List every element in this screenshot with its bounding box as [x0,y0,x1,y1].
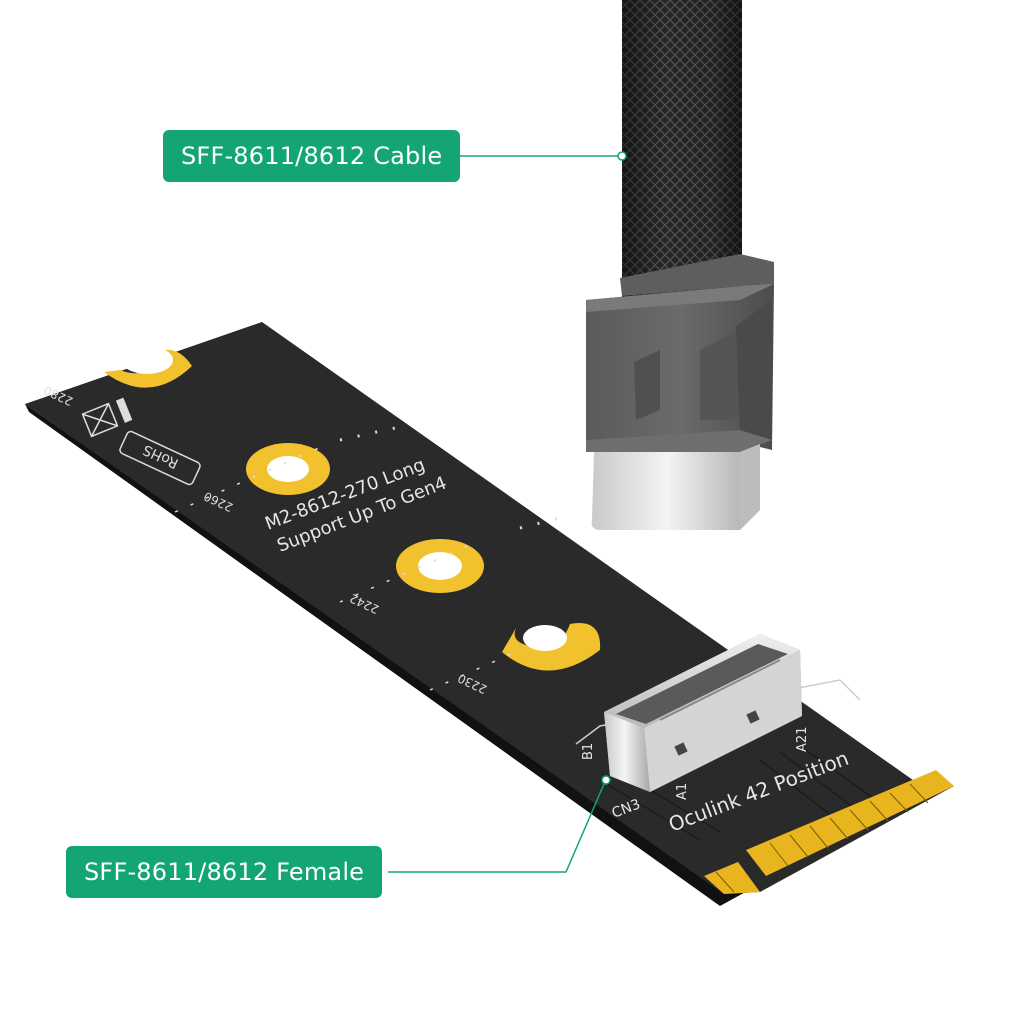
callout-cable-label: SFF-8611/8612 Cable [163,130,461,182]
pin-b1: B1 [581,743,596,760]
pin-a1: A1 [675,783,690,800]
mount-hole-2242 [396,539,484,593]
mount-hole-2260 [246,443,330,495]
sff-8611-female-connector [604,634,802,792]
pin-a21: A21 [795,727,810,752]
sff-8611-cable [586,0,774,530]
m2-adapter-board: 2280 2260 2242 2230 RoHS M2-8612-270 Lon… [25,322,954,906]
leader-lines [388,151,627,873]
mount-hole-2230 [502,623,601,671]
callout-female-label: SFF-8611/8612 Female [66,846,383,898]
pcb-top [25,322,954,894]
plug-tongue [591,444,760,530]
edge-connector [704,770,954,894]
leader-female [388,783,605,873]
weee-mark [81,397,133,438]
